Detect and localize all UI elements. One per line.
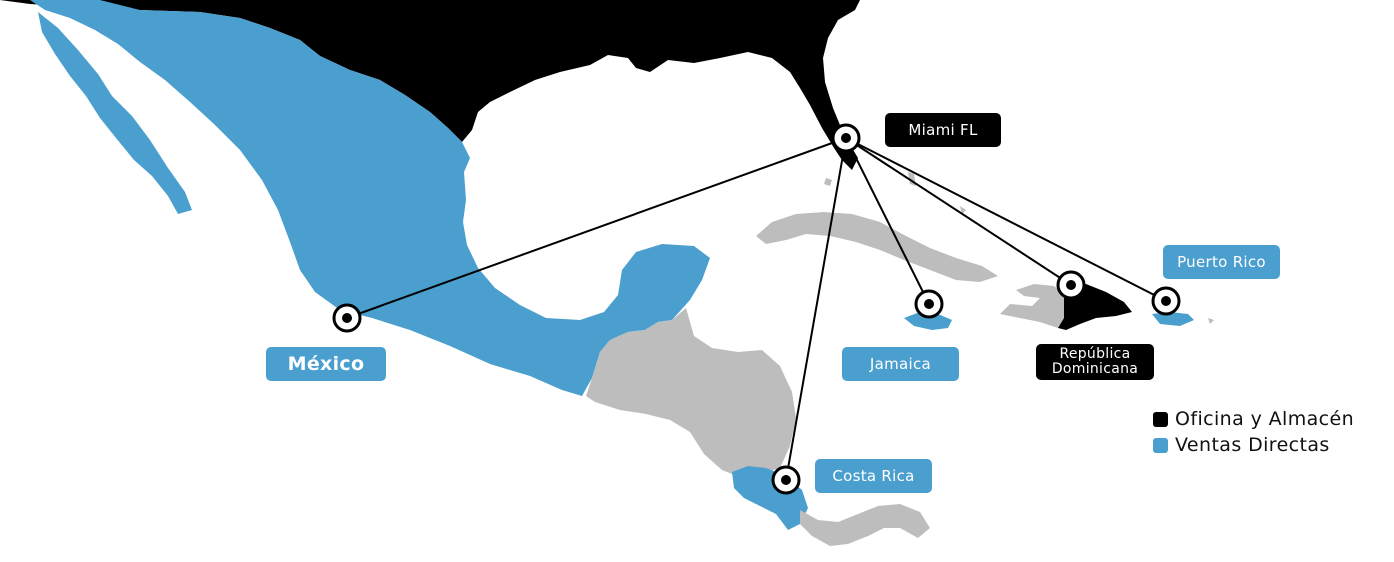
marker-rep-dom bbox=[1056, 270, 1086, 300]
label-miami: Miami FL bbox=[885, 113, 1001, 147]
jamaica-region bbox=[904, 312, 952, 330]
cuba-region bbox=[756, 212, 998, 282]
legend-item-sales: Ventas Directas bbox=[1153, 432, 1354, 458]
black-swatch-icon bbox=[1153, 411, 1168, 427]
line-costa-rica bbox=[785, 137, 847, 481]
marker-puerto-rico bbox=[1151, 286, 1181, 316]
blue-swatch-icon bbox=[1153, 437, 1168, 453]
marker-jamaica bbox=[914, 289, 944, 319]
label-rep-dom-line2: Dominicana bbox=[1051, 361, 1139, 377]
panama-region bbox=[800, 504, 930, 546]
haiti-region bbox=[1000, 284, 1064, 328]
marker-mexico bbox=[332, 303, 362, 333]
baja-region bbox=[38, 12, 192, 214]
label-jamaica: Jamaica bbox=[842, 347, 959, 381]
line-mexico bbox=[346, 137, 847, 319]
legend-item-office: Oficina y Almacén bbox=[1153, 406, 1354, 432]
line-rep-dom bbox=[845, 137, 1072, 286]
puerto-rico-region bbox=[1152, 312, 1194, 326]
markers bbox=[332, 123, 1181, 495]
label-republica-dominicana: República Dominicana bbox=[1036, 344, 1154, 380]
map-legend: Oficina y Almacén Ventas Directas bbox=[1153, 406, 1354, 458]
marker-miami bbox=[831, 123, 861, 153]
legend-sales-label: Ventas Directas bbox=[1175, 434, 1330, 456]
usa-region bbox=[0, 0, 860, 170]
line-puerto-rico bbox=[845, 137, 1167, 302]
label-rep-dom-line1: República bbox=[1059, 346, 1131, 362]
label-costa-rica: Costa Rica bbox=[815, 459, 932, 493]
marker-costa-rica bbox=[771, 465, 801, 495]
connection-lines bbox=[346, 137, 1167, 481]
legend-office-label: Oficina y Almacén bbox=[1175, 408, 1355, 430]
central-america-region bbox=[586, 308, 796, 478]
label-puerto-rico: Puerto Rico bbox=[1163, 245, 1280, 279]
mexico-region bbox=[30, 0, 710, 396]
label-mexico: México bbox=[266, 347, 386, 381]
line-jamaica bbox=[845, 137, 930, 305]
